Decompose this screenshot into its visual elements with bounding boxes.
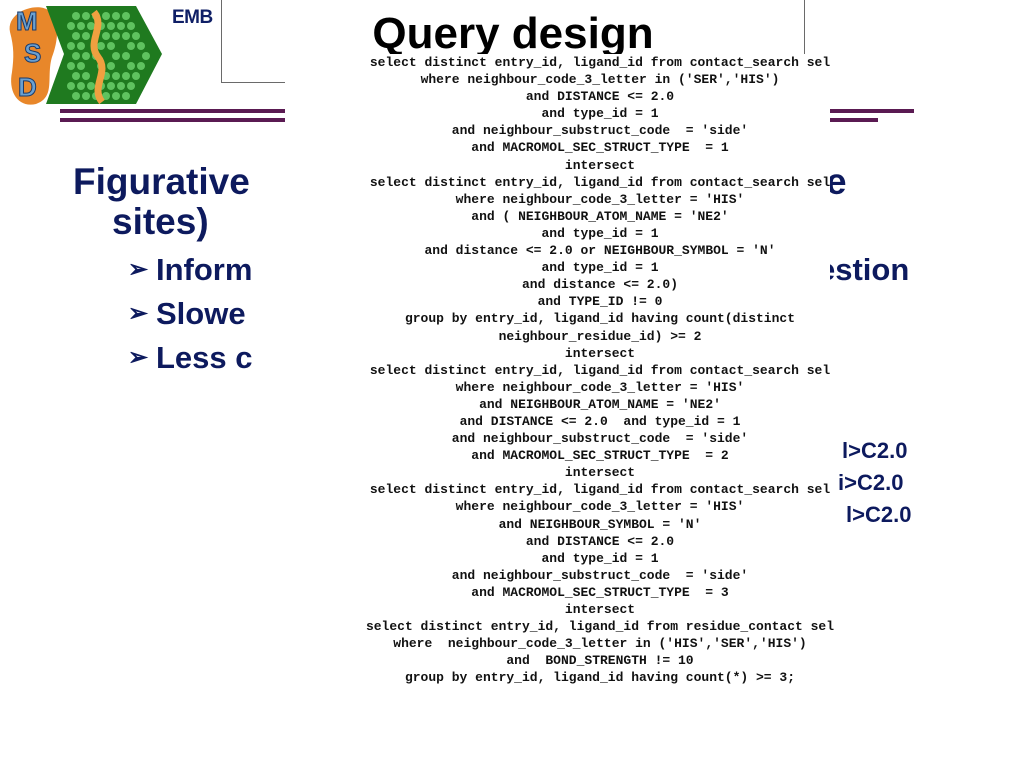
- logo-letter-m: M: [16, 6, 38, 36]
- sql-line: and distance <= 2.0 or NEIGHBOUR_SYMBOL …: [424, 243, 776, 259]
- bullet-item: ➢ Less c: [128, 340, 253, 376]
- arrow-bullet-icon: ➢: [128, 300, 149, 327]
- logo-letter-s: S: [24, 38, 41, 68]
- page-title: Query design: [372, 9, 654, 58]
- sql-line: select distinct entry_id, ligand_id from…: [369, 362, 831, 378]
- sql-line: and DISTANCE <= 2.0: [525, 89, 675, 105]
- sql-line: and DISTANCE <= 2.0: [525, 533, 675, 549]
- org-text: EMB: [172, 7, 213, 28]
- sql-line: intersect: [564, 157, 636, 173]
- sql-line: select distinct entry_id, ligand_id from…: [369, 55, 831, 70]
- sql-line: neighbour_residue_id) >= 2: [498, 328, 702, 344]
- bullet-item: ➢ Slowe: [128, 296, 246, 332]
- sql-query-block: select distinct entry_id, ligand_id from…: [250, 54, 950, 686]
- sql-line: select distinct entry_id, ligand_id from…: [369, 174, 831, 190]
- sql-line: and MACROMOL_SEC_STRUCT_TYPE = 1: [471, 140, 729, 156]
- sql-line: and TYPE_ID != 0: [537, 294, 663, 310]
- logo-letter-d: D: [18, 72, 37, 102]
- sql-line: where neighbour_code_3_letter = 'HIS': [455, 191, 745, 207]
- sql-line: and MACROMOL_SEC_STRUCT_TYPE = 3: [471, 584, 729, 600]
- sql-line: and type_id = 1: [541, 225, 659, 241]
- arrow-bullet-icon: ➢: [128, 344, 149, 371]
- sql-line: select distinct entry_id, ligand_id from…: [369, 482, 831, 498]
- bullet-text: Slowe: [156, 296, 246, 331]
- arrow-bullet-icon: ➢: [128, 256, 149, 283]
- bullet-text: Inform: [156, 252, 253, 287]
- sql-line: and DISTANCE <= 2.0 and type_id = 1: [459, 413, 741, 429]
- sql-line: and NEIGHBOUR_ATOM_NAME = 'NE2': [479, 396, 721, 412]
- side-note: l>C2.0: [846, 502, 912, 527]
- sql-line: where neighbour_code_3_letter in ('HIS',…: [393, 636, 807, 652]
- sql-line: and type_id = 1: [541, 550, 659, 566]
- sql-line: and type_id = 1: [541, 260, 659, 276]
- sql-line: where neighbour_code_3_letter = 'HIS': [455, 499, 745, 515]
- slide-heading-fragment: e: [826, 161, 847, 202]
- side-note: l>C2.0: [842, 438, 908, 463]
- sql-line: intersect: [564, 465, 636, 481]
- side-note: i>C2.0: [838, 470, 904, 495]
- sql-line: where neighbour_code_3_letter in ('SER',…: [420, 72, 780, 88]
- sql-line: where neighbour_code_3_letter = 'HIS': [455, 379, 745, 395]
- sql-line: and type_id = 1: [541, 106, 659, 122]
- bullet-fragment: estion: [818, 252, 910, 287]
- sql-line: and neighbour_substruct_code = 'side': [451, 567, 749, 583]
- sql-line: and neighbour_substruct_code = 'side': [451, 431, 749, 447]
- slide-heading-line2: sites): [112, 201, 209, 242]
- sql-line: group by entry_id, ligand_id having coun…: [404, 670, 796, 686]
- bullet-item: ➢ Inform: [128, 252, 252, 288]
- sql-line: intersect: [564, 602, 636, 617]
- sql-line: select distinct entry_id, ligand_id from…: [365, 619, 835, 635]
- msd-logo: M S D: [6, 2, 164, 108]
- sql-backdrop: [285, 54, 830, 690]
- sql-line: and NEIGHBOUR_SYMBOL = 'N': [498, 516, 702, 532]
- sql-line: and ( NEIGHBOUR_ATOM_NAME = 'NE2': [471, 208, 729, 224]
- sql-line: and distance <= 2.0): [521, 277, 679, 293]
- sql-line: and BOND_STRENGTH != 10: [506, 653, 694, 669]
- bullet-text: Less c: [156, 340, 253, 375]
- sql-line: and MACROMOL_SEC_STRUCT_TYPE = 2: [471, 448, 729, 464]
- slide-heading-line1: Figurative: [73, 161, 250, 202]
- sql-line: group by entry_id, ligand_id having coun…: [404, 311, 796, 327]
- sql-line: intersect: [564, 345, 636, 361]
- sql-line: and neighbour_substruct_code = 'side': [451, 123, 749, 139]
